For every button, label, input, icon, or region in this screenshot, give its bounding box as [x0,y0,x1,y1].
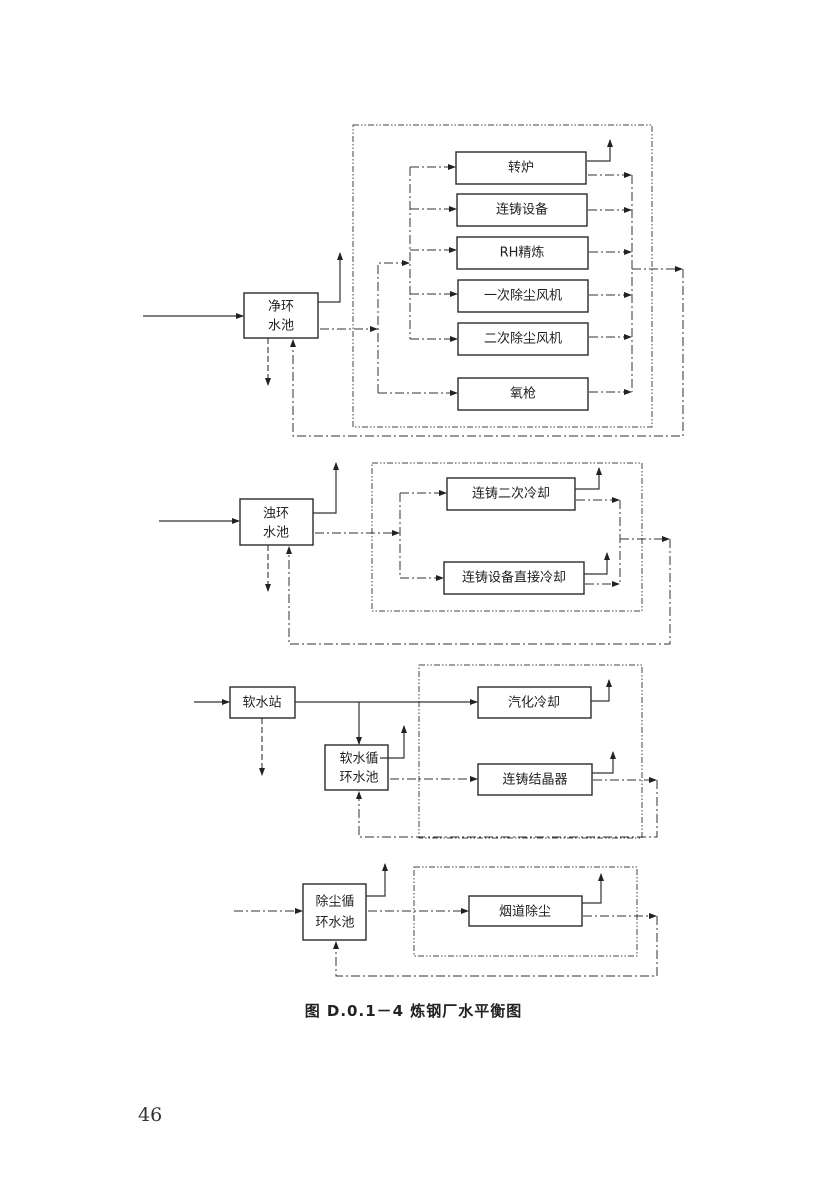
page-number: 46 [138,1104,163,1126]
unit-secondary-cooling-box [446,477,576,511]
soft-water-boundary [418,664,643,839]
dust-pool-label-2: 环水池 [315,916,354,931]
unit-caster-equipment-box [456,193,588,227]
soft-pool-label-1: 软水循 [339,752,378,767]
unit-vaporization-cooling-box [477,686,592,719]
unit-secondary-fan-label: 二次除尘风机 [484,331,562,347]
turbid-loop-boundary [371,462,643,612]
turbid-pool-loss-arrow [313,462,339,514]
unit-vaporization-cooling-label: 汽化冷却 [508,696,560,711]
clean-pool-label-1: 净环 [268,300,294,315]
direct-cooling-loss-arrow [584,552,610,575]
soft-water-section: 软水站 软水循 环水池 汽化冷却 连铸结晶器 [194,664,658,839]
converter-loss-arrow [587,139,613,162]
unit-secondary-fan-box [457,322,589,356]
unit-direct-cooling-label: 连铸设备直接冷却 [462,570,566,586]
mold-loss-arrow [592,751,616,774]
unit-secondary-cooling-label: 连铸二次冷却 [472,486,550,502]
clean-pool-box [243,292,319,339]
clean-pool-label-2: 水池 [268,319,294,334]
unit-oxygen-lance-label: 氧枪 [510,386,536,402]
clean-loop-boundary [352,124,653,428]
dust-pool-box [302,883,367,941]
soft-station-label: 软水站 [242,696,281,711]
soft-pool-label-2: 环水池 [339,771,378,786]
unit-caster-equipment-label: 连铸设备 [496,202,548,218]
clean-loop-section: 净环 水池 转炉 连铸设备 RH精炼 一次除尘风机 二次除尘风机 氧枪 [143,124,684,437]
unit-oxygen-lance-box [457,377,589,411]
unit-flue-dust-box [468,895,583,927]
soft-return-to-pool [356,780,658,838]
dust-return-to-pool [333,916,658,977]
turbid-pool-label-2: 水池 [263,526,289,541]
unit-rh-refining-box [456,236,589,270]
soft-pool-box [324,744,389,791]
dust-pool-loss-arrow [366,863,388,897]
unit-mold-label: 连铸结晶器 [502,772,567,788]
unit-flue-dust-label: 烟道除尘 [499,905,551,920]
turbid-pool-label-1: 浊环 [263,507,289,522]
figure-caption: 图 D.0.1－4 炼钢厂水平衡图 [304,1002,523,1020]
unit-converter-box [455,151,587,185]
clean-return-to-pool [290,269,684,437]
unit-converter-label: 转炉 [508,161,534,176]
unit-rh-refining-label: RH精炼 [500,246,545,261]
dust-loop-section: 除尘循 环水池 烟道除尘 [234,863,658,977]
clean-supply-bus [377,260,410,393]
clean-pool-loss-arrow [318,252,343,303]
flue-dust-loss-arrow [582,873,604,904]
unit-mold-box [477,763,593,796]
vaporization-loss-arrow [591,679,612,702]
secondary-cooling-loss-arrow [575,467,602,490]
turbid-pool-box [239,498,314,546]
turbid-return-to-pool [286,539,671,645]
soft-pool-loss-arrow [380,725,407,759]
unit-primary-fan-box [457,279,589,313]
turbid-loop-section: 浊环 水池 连铸二次冷却 连铸设备直接冷却 [159,462,671,645]
dust-pool-label-1: 除尘循 [315,895,354,910]
unit-direct-cooling-box [443,561,585,595]
unit-primary-fan-label: 一次除尘风机 [484,288,562,304]
